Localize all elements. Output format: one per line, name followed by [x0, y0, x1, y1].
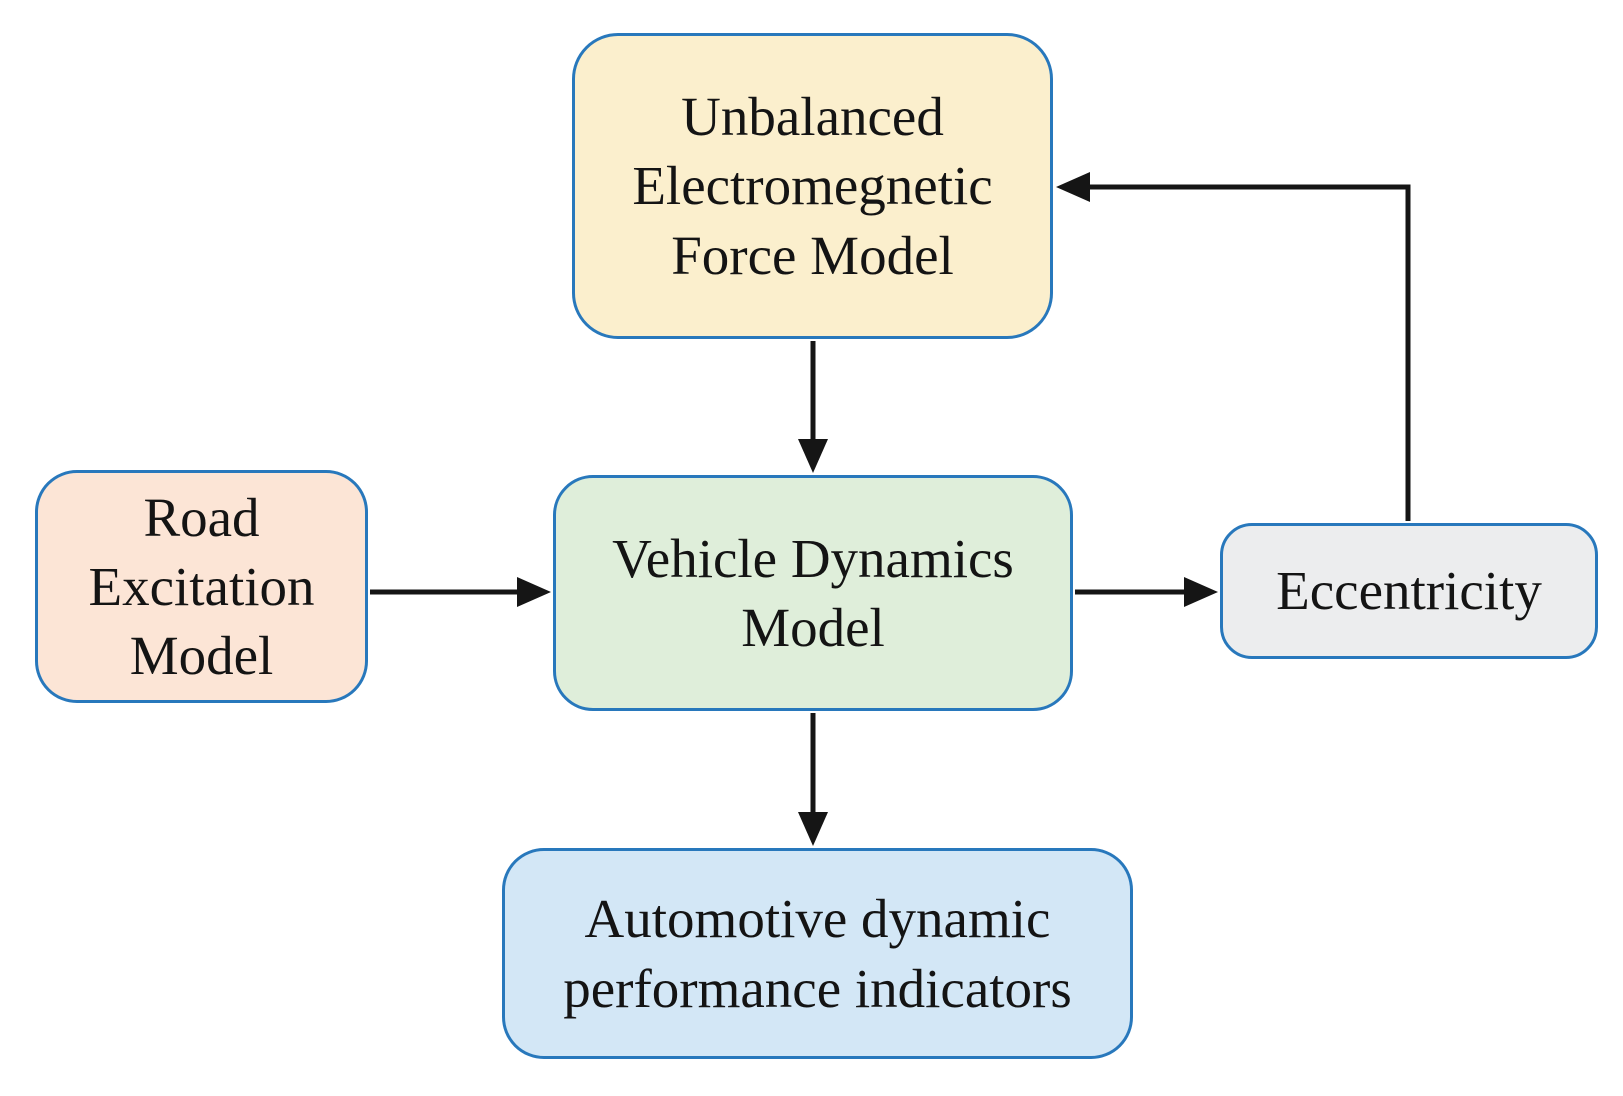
arrow-eccentricity-to-emf-feedback — [1056, 172, 1411, 521]
node-label-eccentricity: Eccentricity — [1276, 560, 1542, 622]
node-label-vehicle-dynamics-model: Vehicle Dynamics Model — [612, 527, 1014, 658]
node-label-unbalanced-electromagnetic-force-model: Unbalanced Electromegnetic Force Model — [632, 86, 993, 286]
node-road-excitation-model: Road Excitation Model — [35, 470, 368, 703]
node-unbalanced-electromagnetic-force-model: Unbalanced Electromegnetic Force Model — [572, 33, 1053, 339]
node-label-automotive-dynamic-performance-indicators: Automotive dynamic performance indicator… — [563, 888, 1072, 1019]
arrow-road-to-vehicle-dynamics — [370, 577, 551, 607]
node-eccentricity: Eccentricity — [1220, 523, 1598, 659]
node-label-road-excitation-model: Road Excitation Model — [88, 486, 315, 687]
arrow-emf-to-vehicle-dynamics — [798, 341, 828, 473]
node-vehicle-dynamics-model: Vehicle Dynamics Model — [553, 475, 1073, 711]
arrow-vehicle-dynamics-to-eccentricity — [1075, 577, 1218, 607]
arrow-vehicle-dynamics-to-indicators — [798, 713, 828, 846]
node-automotive-dynamic-performance-indicators: Automotive dynamic performance indicator… — [502, 848, 1133, 1059]
